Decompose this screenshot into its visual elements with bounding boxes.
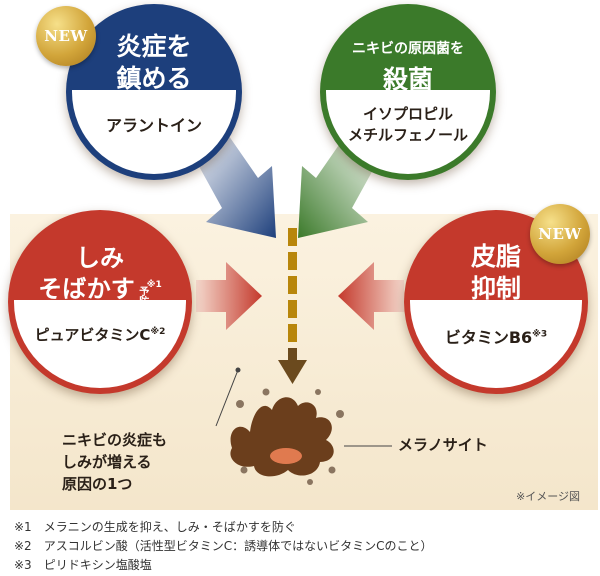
- annotation-line3: 原因の1つ: [62, 474, 133, 493]
- acne-annotation: ニキビの炎症も しみが増える 原因の1つ: [62, 430, 167, 495]
- sebum-title-line2: 抑制: [470, 274, 521, 304]
- sterilize-title-line1: ニキビの原因菌を: [352, 40, 464, 57]
- sterilize-ingredient-line2: メチルフェノール: [347, 126, 468, 145]
- sterilize-ingredient-line1: イソプロピル: [362, 104, 453, 123]
- spots-ingredient: ピュアビタミンC: [34, 325, 151, 344]
- image-note: ※イメージ図: [516, 490, 580, 503]
- melanocyte-label: メラノサイト: [398, 436, 488, 454]
- calm-title-line1: 炎症を: [116, 31, 192, 61]
- melanocyte-illustration: [230, 388, 344, 485]
- spots-prevention-circle: しみ そばかす 予防 ※1 ピュアビタミンC※2: [8, 210, 192, 394]
- calm-title-line2: 鎮める: [116, 64, 192, 94]
- footnote-3: ※3 ピリドキシン塩酸塩: [14, 558, 152, 572]
- footnotes: ※1 メラニンの生成を抑え、しみ・そばかすを防ぐ ※2 アスコルビン酸（活性型ビ…: [14, 518, 432, 575]
- sebum-title-line1: 皮脂: [470, 241, 521, 271]
- new-badge-sebum-label: NEW: [538, 225, 582, 243]
- spots-title-line2: そばかす: [38, 275, 135, 304]
- sebum-ingredient-mark: ※3: [532, 329, 548, 340]
- dashed-down-arrow: [278, 228, 307, 384]
- annotation-line2: しみが増える: [62, 452, 152, 471]
- footnote-1: ※1 メラニンの生成を抑え、しみ・そばかすを防ぐ: [14, 520, 296, 534]
- new-badge-calm-label: NEW: [44, 27, 88, 45]
- new-badge-calm: NEW: [36, 6, 96, 66]
- spots-prevent-mark: ※1: [146, 280, 162, 291]
- calm-ingredient: アラントイン: [105, 115, 202, 135]
- annotation-line1: ニキビの炎症も: [62, 431, 168, 449]
- annotation-leader-line: [215, 369, 239, 427]
- sebum-ingredient: ビタミンB6: [444, 327, 533, 347]
- red-arrow-right: [338, 262, 404, 330]
- sterilize-title-line2: 殺菌: [382, 64, 433, 94]
- new-badge-sebum: NEW: [530, 204, 590, 264]
- red-arrow-left: [196, 262, 262, 330]
- footnote-2: ※2 アスコルビン酸（活性型ビタミンC：誘導体ではないビタミンCのこと）: [14, 539, 433, 553]
- spots-title-line1: しみ: [76, 244, 124, 273]
- sterilize-circle: ニキビの原因菌を 殺菌 イソプロピル メチルフェノール: [320, 4, 496, 180]
- annotation-leader-dot: [235, 367, 241, 373]
- spots-ingredient-mark: ※2: [150, 326, 166, 337]
- spots-prevent-note: 予防: [136, 285, 148, 306]
